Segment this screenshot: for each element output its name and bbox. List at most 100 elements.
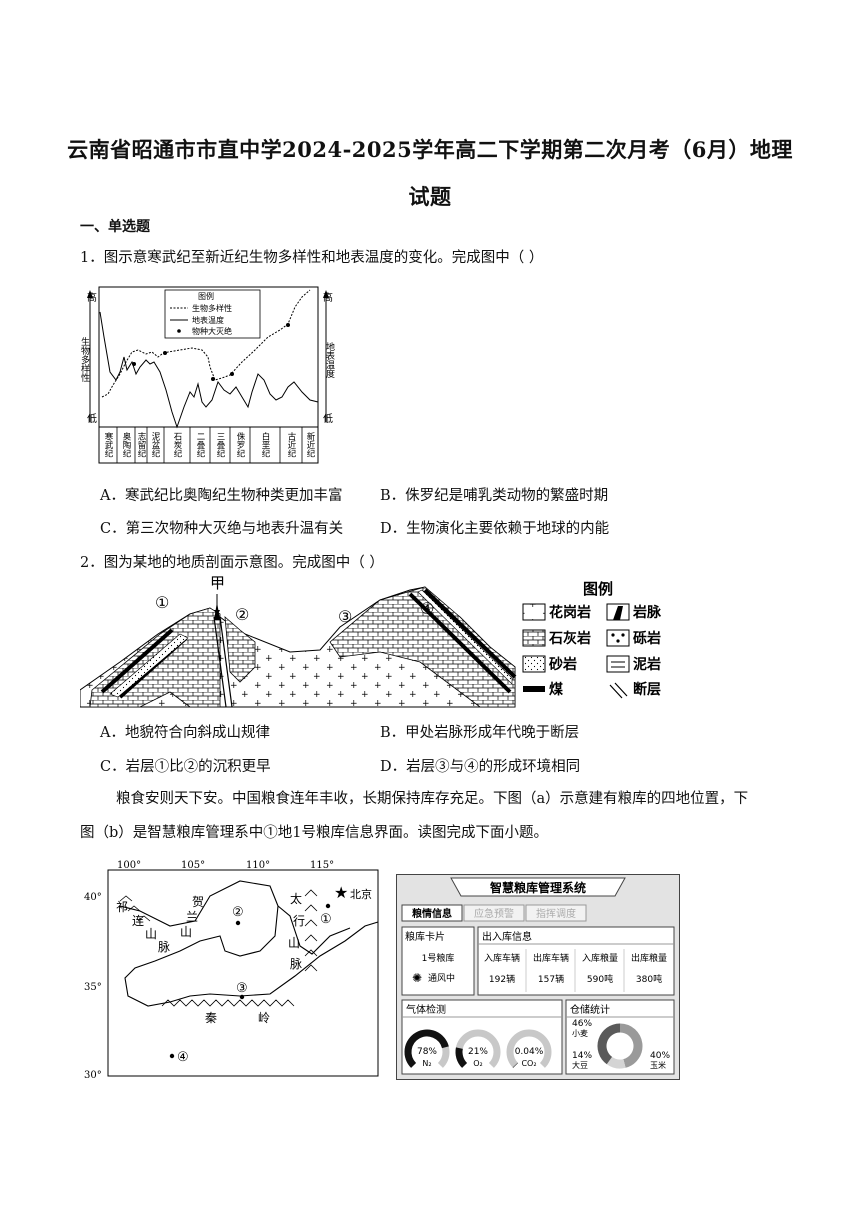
lon-label: 100° (117, 860, 141, 871)
legend-diversity: 生物多样性 (192, 303, 232, 313)
q1-option-b[interactable]: B．侏罗纪是哺乳类动物的繁盛时期 (380, 488, 609, 504)
y-left-low: 低 (87, 412, 97, 425)
io-value: 192辆 (489, 973, 515, 985)
card-status: 通风中 (428, 972, 455, 984)
legend-coal: 煤 (549, 681, 564, 698)
extinction-dot (163, 351, 167, 355)
storage-wheat-label: 小麦 (572, 1028, 588, 1038)
q2-option-d[interactable]: D．岩层③与④的形成环境相同 (380, 759, 581, 775)
storage-soy-value: 14% (572, 1051, 592, 1061)
page-title: 云南省昭通市市直中学2024-2025学年高二下学期第二次月考（6月）地理 (67, 137, 793, 162)
lon-label: 115° (310, 860, 334, 871)
y-right-low: 低 (323, 412, 333, 425)
period-label: 新近纪 (305, 431, 315, 457)
legend-limestone: 石灰岩 (548, 630, 591, 647)
io-header: 入库粮量 (582, 952, 618, 964)
q1-option-d[interactable]: D．生物演化主要依赖于地球的内能 (380, 521, 610, 537)
q1-chart: 高 低 生物多样性 高 低 地表温度 图例 生物多样性 地表温度 物种大灭绝 寒… (80, 286, 335, 464)
map-text: 祁 (116, 899, 128, 914)
map-text: 贺 (192, 895, 204, 909)
label-4: ④ (420, 599, 434, 618)
map-text: 兰 (186, 910, 198, 924)
y-left-label: 生物多样性 (80, 336, 90, 383)
page-title-line2: 试题 (408, 184, 452, 209)
tab-grain-info[interactable] (401, 904, 463, 922)
map-text: 山 (288, 936, 300, 950)
label-2: ② (235, 605, 249, 624)
label-jia: 甲 (210, 574, 225, 592)
io-value: 380吨 (636, 973, 662, 985)
io-value: 157辆 (538, 973, 564, 985)
period-label: 三叠纪 (215, 432, 225, 458)
extinction-dot (211, 377, 215, 381)
storage-slice (606, 1056, 626, 1069)
storage-soy-label: 大豆 (572, 1060, 588, 1070)
period-label: 二叠纪 (195, 432, 205, 458)
storage-title: 仓储统计 (570, 1003, 610, 1016)
granary-system-panel: 智慧粮库管理系统 粮情信息 应急预警 指挥调度 粮库卡片 1号粮库 ✺ 通风中 … (396, 874, 680, 1080)
taihang-ridge (304, 889, 318, 972)
period-label: 寒武纪 (103, 431, 113, 457)
gauge-fill (455, 1047, 468, 1068)
gauge-label: N₂ (422, 1059, 431, 1068)
map-text: 岭 (258, 1011, 270, 1025)
lon-label: 110° (246, 860, 270, 871)
period-label: 白垩纪 (260, 431, 270, 457)
q2-option-c[interactable]: C．岩层①比②的沉积更早 (100, 759, 271, 775)
gauge-value: 0.04% (515, 1047, 544, 1057)
period-label: 古近纪 (286, 431, 296, 457)
section-heading: 一、单选题 (80, 219, 150, 235)
tab-command[interactable] (525, 904, 587, 922)
tab-command-label: 指挥调度 (536, 907, 576, 920)
gauge-track (506, 1029, 552, 1068)
lat-label: 35° (84, 982, 102, 993)
lat-label: 40° (84, 892, 102, 903)
q1-option-a[interactable]: A．寒武纪比奥陶纪生物种类更加丰富 (100, 488, 343, 504)
site-1: ① (320, 912, 332, 927)
io-header: 出库车辆 (533, 952, 569, 964)
io-value: 590吨 (587, 973, 613, 985)
io-panel (477, 926, 675, 996)
y-right-label: 地表温度 (324, 341, 335, 379)
period-label: 志留纪 (136, 431, 146, 457)
beijing-label: 北京 (350, 887, 372, 901)
q2-option-a[interactable]: A．地貌符合向斜成山规律 (100, 725, 270, 741)
period-label: 侏罗纪 (235, 431, 245, 457)
y-right-high: 高 (323, 291, 333, 304)
lat-label: 30° (84, 1070, 102, 1081)
map-text: 脉 (158, 939, 170, 954)
qinling-ridge (161, 999, 295, 1007)
fan-icon: ✺ (412, 971, 422, 985)
legend-temperature: 地表温度 (192, 315, 224, 325)
q1-option-c[interactable]: C．第三次物种大灭绝与地表升温有关 (100, 521, 344, 537)
q1-stem: 1．图示意寒武纪至新近纪生物多样性和地表温度的变化。完成图中（ ） (80, 250, 544, 266)
gauge-label: O₂ (473, 1059, 483, 1068)
io-header: 入库车辆 (484, 952, 520, 964)
gauge-label: CO₂ (521, 1059, 536, 1068)
gauge-fill (404, 1029, 449, 1068)
river-line (119, 880, 379, 1007)
storage-corn-label: 玉米 (650, 1060, 666, 1070)
period-label: 奥陶纪 (121, 431, 131, 457)
site-3: ③ (236, 981, 248, 996)
map-text: 行 (293, 914, 305, 928)
passage-line-2: 图（b）是智慧粮库管理系中①地1号粮库信息界面。读图完成下面小题。 (80, 825, 549, 841)
beijing-star-icon: ★ (334, 883, 348, 902)
tab-emergency[interactable] (463, 904, 525, 922)
tab-grain-info-label: 粮情信息 (412, 907, 452, 920)
chart-legend (164, 289, 261, 339)
map-text: 脉 (290, 956, 302, 971)
storage-slice (597, 1023, 621, 1065)
label-1: ① (155, 593, 169, 612)
storage-corn-value: 40% (650, 1051, 670, 1061)
site-2: ② (232, 905, 244, 920)
passage-line-1: 粮食安则天下安。中国粮食连年丰收，长期保持库存充足。下图（a）示意建有粮库的四地… (116, 791, 749, 807)
storage-slice (619, 1023, 643, 1068)
io-header: 出库粮量 (631, 952, 667, 964)
period-label: 石炭纪 (172, 432, 182, 458)
map-text: 山 (145, 927, 157, 941)
q2-option-b[interactable]: B．甲处岩脉形成年代晚于断层 (380, 725, 580, 741)
legend-title: 图例 (198, 291, 214, 301)
extinction-dot (132, 362, 136, 366)
profile-legend-title: 图例 (583, 580, 613, 598)
